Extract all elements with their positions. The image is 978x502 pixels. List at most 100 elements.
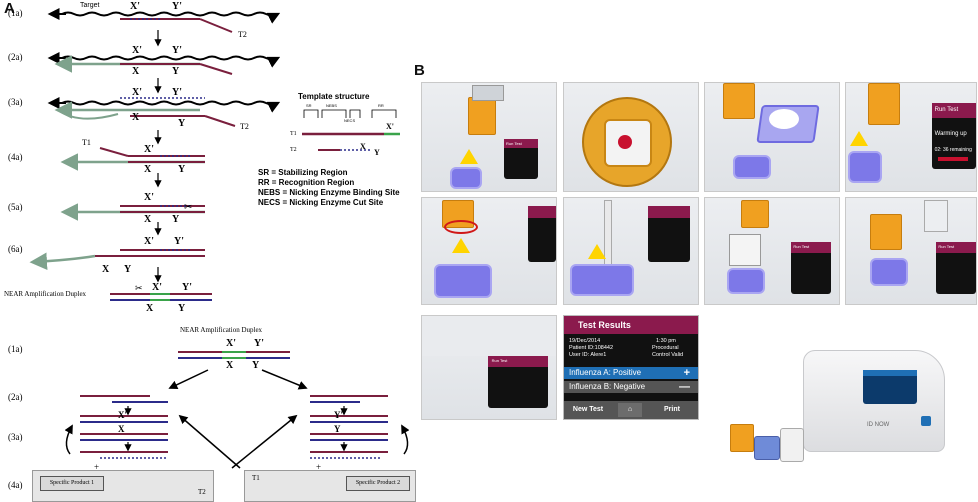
legend-nebs: NEBS = Nicking Enzyme Binding Site	[258, 188, 400, 197]
template-t2: T2	[290, 147, 297, 153]
bottom-yp: Y'	[334, 410, 343, 420]
sample-receiver	[754, 436, 780, 460]
cartridge	[741, 200, 769, 228]
photo-step-3	[704, 82, 840, 192]
segment-sr: SR	[306, 103, 312, 108]
sample-well	[727, 268, 765, 294]
plus-sign: +	[316, 462, 322, 472]
template-y: Y	[374, 148, 380, 157]
test-results-screen: Test Results 19/Dec/2014 Patient ID:1084…	[563, 315, 699, 420]
x-label: X	[146, 303, 154, 314]
minus-icon: —	[679, 381, 690, 393]
photo-step-5	[421, 197, 557, 305]
device-screen: Run Test	[936, 242, 976, 294]
top-diagram-svg	[29, 8, 400, 301]
x-label: X	[132, 112, 140, 123]
test-results-body: 19/Dec/2014 Patient ID:108442 User ID: A…	[564, 334, 698, 401]
segment-rr: RR	[378, 103, 384, 108]
step-label: (5a)	[8, 202, 23, 212]
bottom-y: Y	[252, 360, 260, 371]
y-label: Y	[178, 118, 186, 129]
legend-necs: NECS = Nicking Enzyme Cut Site	[258, 198, 384, 207]
yp-label: Y'	[172, 45, 182, 56]
x-label: X	[102, 264, 110, 275]
bottom-step-label: (4a)	[8, 480, 23, 490]
specific-product-2: Specific Product 2	[346, 476, 410, 491]
test-results-footer: New Test ⌂ Print	[564, 401, 698, 419]
step-5a	[60, 203, 205, 221]
panel-label-a: A	[4, 0, 15, 17]
legend-rr: RR = Recognition Region	[258, 178, 355, 187]
y-label: Y	[124, 264, 132, 275]
sample-well	[848, 151, 882, 183]
specific-product-1: Specific Product 1	[40, 476, 104, 491]
device-screen	[528, 206, 556, 262]
y-label: Y	[178, 164, 186, 175]
test-base	[780, 428, 804, 462]
cartridge	[870, 214, 902, 250]
id-now-device: ID NOW	[793, 340, 945, 452]
near-duplex-bottom-title: NEAR Amplification Duplex	[180, 326, 263, 334]
step-3a	[47, 97, 281, 127]
bottom-step-label: (1a)	[8, 344, 23, 354]
xp-label: X'	[144, 192, 154, 203]
print-button[interactable]: Print	[664, 406, 680, 413]
new-test-button[interactable]: New Test	[572, 406, 604, 413]
yp-label: Y'	[182, 282, 192, 293]
warning-icon	[588, 244, 606, 259]
step-2a	[47, 52, 281, 75]
template-structure-title: Template structure	[298, 92, 370, 101]
xp-label: X'	[144, 236, 154, 247]
device-screen: Run Test Warming up 02: 36 remaining	[932, 103, 976, 169]
step-label: (2a)	[8, 52, 23, 62]
result-user: User ID: Alere1	[569, 352, 607, 358]
template-t1: T1	[290, 131, 297, 137]
bottom-x: X	[226, 360, 234, 371]
x-label: X	[144, 214, 152, 225]
step-6a	[29, 249, 205, 270]
device-screen	[648, 206, 690, 262]
xp-label: X'	[132, 45, 142, 56]
y-label: Y	[178, 303, 186, 314]
step-label: (6a)	[8, 244, 23, 254]
cartridge	[468, 97, 496, 135]
cut-mark: ✂	[135, 283, 143, 293]
sample-well	[733, 155, 771, 179]
bottom-yp: Y'	[254, 338, 264, 349]
device-brand: ID NOW	[867, 422, 890, 428]
device-screen: Run Test	[488, 356, 548, 408]
bottom-xp: X'	[226, 338, 236, 349]
near-duplex-top	[110, 293, 212, 301]
y-label: Y	[172, 66, 180, 77]
product-2-t1: T1	[252, 474, 260, 482]
device-screen: Run Test	[504, 139, 538, 179]
segment-nebs: NEBS	[326, 103, 337, 108]
xp-label: X'	[130, 1, 140, 12]
home-icon[interactable]: ⌂	[618, 403, 642, 417]
flu-b-row: Influenza B: Negative —	[564, 381, 698, 393]
flu-a-row: Influenza A: Positive +	[564, 367, 698, 379]
plus-sign: +	[94, 462, 100, 472]
sample-well	[570, 264, 634, 296]
yp-label: Y'	[172, 87, 182, 98]
t1-label: T1	[82, 138, 91, 147]
yp-label: Y'	[172, 1, 182, 12]
xp-label: X'	[152, 282, 162, 293]
warning-icon	[850, 131, 868, 146]
product-1-t2: T2	[198, 488, 206, 496]
device-screen: Run Test	[791, 242, 831, 294]
photo-step-1: Run Test	[421, 82, 557, 192]
photo-step-2	[563, 82, 699, 192]
segment-necs: NECS	[344, 118, 356, 123]
template-x: X	[360, 142, 366, 151]
result-date: 19/Dec/2014	[569, 338, 601, 344]
t2-label: T2	[240, 122, 249, 131]
photo-step-7: Run Test	[704, 197, 840, 305]
step-4a	[60, 147, 205, 171]
test-results-title: Test Results	[564, 316, 698, 334]
warning-icon	[452, 238, 470, 253]
device-screen	[863, 370, 917, 404]
photo-step-9: Run Test	[421, 315, 557, 420]
warning-icon	[460, 149, 478, 164]
x-label: X	[132, 66, 140, 77]
